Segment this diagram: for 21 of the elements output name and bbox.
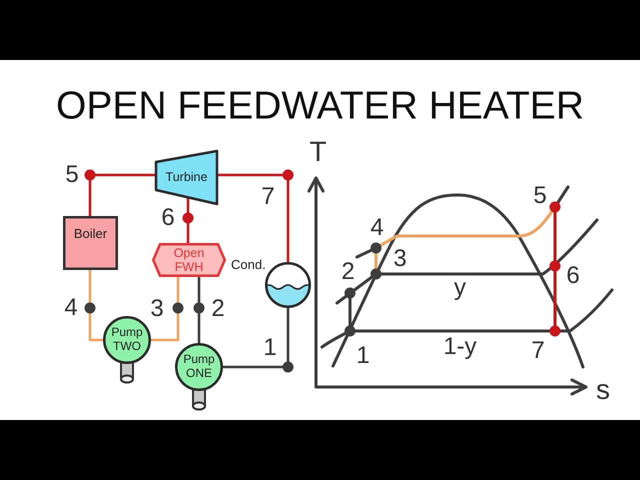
pipe-line — [223, 308, 290, 368]
state-number: 5 — [65, 163, 79, 187]
pipe-line — [186, 198, 190, 243]
title: OPEN FEEDWATER HEATER — [56, 86, 584, 126]
pipe-line — [198, 277, 200, 343]
state-number: 7 — [261, 185, 275, 209]
pipe-line — [88, 270, 103, 342]
pump-circle: Pump ONE — [175, 343, 223, 391]
heater-hexagon: Open FWH — [152, 243, 226, 277]
pipe-line — [218, 174, 290, 262]
pipe-line — [151, 277, 180, 342]
state-number: 2 — [211, 297, 225, 321]
state-number: 4 — [64, 296, 78, 320]
turbine-trapezoid: Turbine — [155, 150, 218, 205]
pipe-line — [88, 174, 155, 216]
state-number: 6 — [161, 206, 175, 230]
state-number: 3 — [150, 297, 164, 321]
boiler-box: Boiler — [63, 216, 118, 270]
state-number: 1 — [263, 336, 277, 360]
pump-circle: Pump TWO — [103, 316, 151, 364]
axis-label: T — [309, 138, 327, 166]
